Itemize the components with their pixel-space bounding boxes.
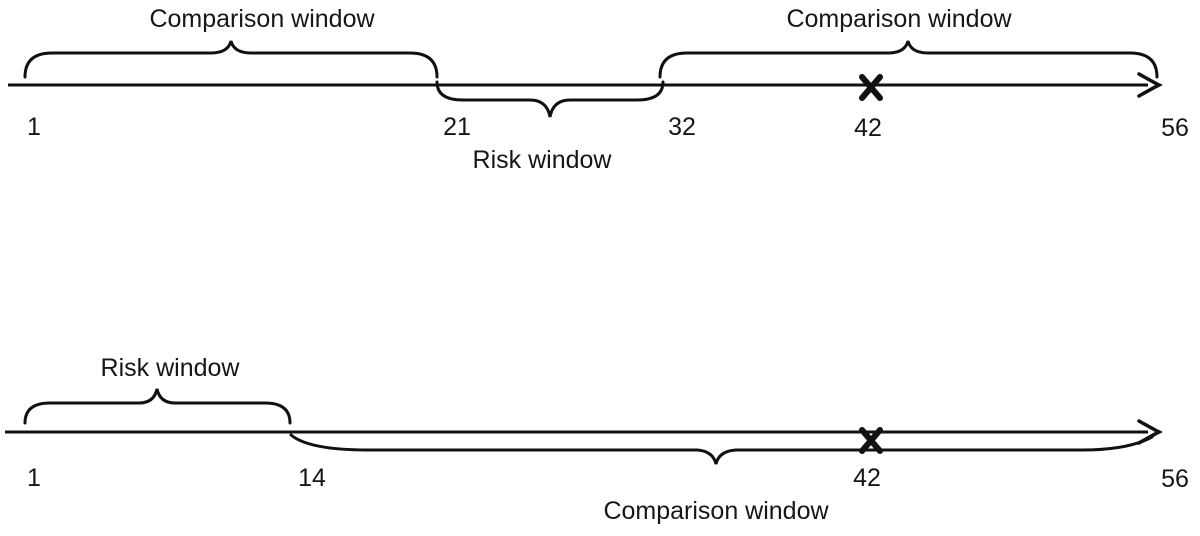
tick-label-56: 56 <box>1161 114 1189 142</box>
brace-comparison-left <box>23 40 439 79</box>
timeline-top-graphics <box>8 40 1163 118</box>
tick-label-14: 14 <box>298 464 326 492</box>
tick-label-42: 42 <box>853 464 881 492</box>
tick-label-56: 56 <box>1161 465 1189 493</box>
window-label-risk: Risk window <box>100 354 240 382</box>
window-label-comparison-left: Comparison window <box>149 5 375 33</box>
brace-risk <box>435 80 665 118</box>
event-x-marker <box>859 74 883 101</box>
window-label-risk: Risk window <box>472 146 612 174</box>
tick-label-42: 42 <box>854 114 882 142</box>
event-x-marker <box>859 427 883 454</box>
tick-label-21: 21 <box>443 113 471 141</box>
brace-risk <box>23 388 292 425</box>
window-label-comparison-right: Comparison window <box>786 5 1012 33</box>
brace-comparison <box>289 433 1154 465</box>
brace-comparison-right <box>658 40 1159 79</box>
tick-label-1: 1 <box>27 464 41 492</box>
timeline-bottom-graphics <box>5 388 1163 465</box>
tick-label-32: 32 <box>668 113 696 141</box>
window-label-comparison: Comparison window <box>603 497 829 525</box>
tick-label-1: 1 <box>27 113 41 141</box>
arrowhead-icon <box>1137 72 1163 98</box>
